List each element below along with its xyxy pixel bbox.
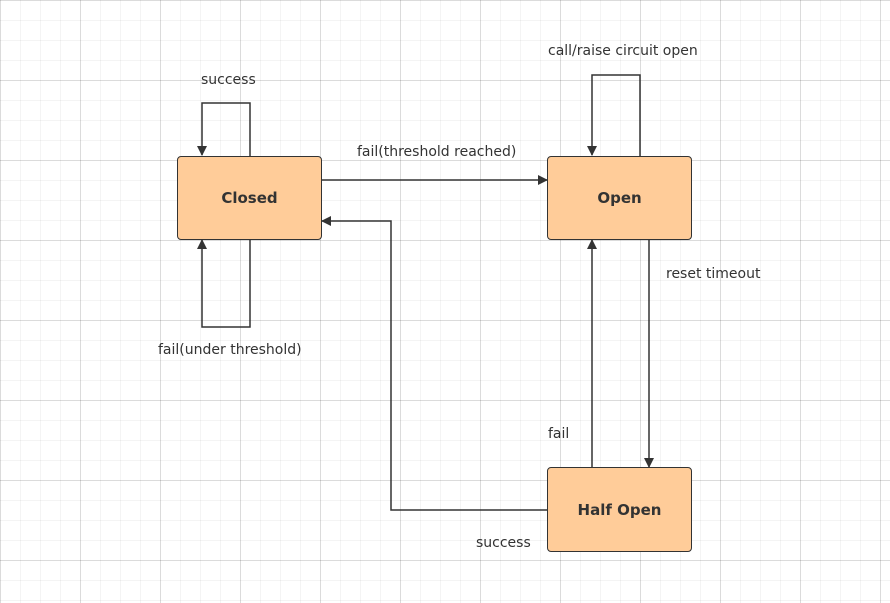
edge-label-half-open-to-open: fail (548, 426, 570, 442)
edge-closed-fail-under-loop (197, 239, 251, 328)
edge-half-open-to-closed (321, 216, 547, 511)
node-closed-label: Closed (221, 189, 278, 207)
edge-label-half-open-to-closed: success (476, 535, 531, 551)
node-open[interactable]: Open (547, 156, 692, 240)
node-half-open[interactable]: Half Open (547, 467, 692, 552)
edge-closed-success-loop (197, 102, 251, 156)
node-open-label: Open (597, 189, 642, 207)
edge-label-open-to-half-open: reset timeout (666, 266, 761, 282)
edge-label-open-self: call/raise circuit open (548, 43, 698, 59)
node-closed[interactable]: Closed (177, 156, 322, 240)
edge-label-closed-success: success (201, 72, 256, 88)
edge-label-closed-fail-under: fail(under threshold) (158, 342, 302, 358)
edge-open-self-loop (587, 74, 641, 156)
edge-label-closed-to-open: fail(threshold reached) (357, 144, 517, 160)
node-half-open-label: Half Open (577, 500, 662, 519)
